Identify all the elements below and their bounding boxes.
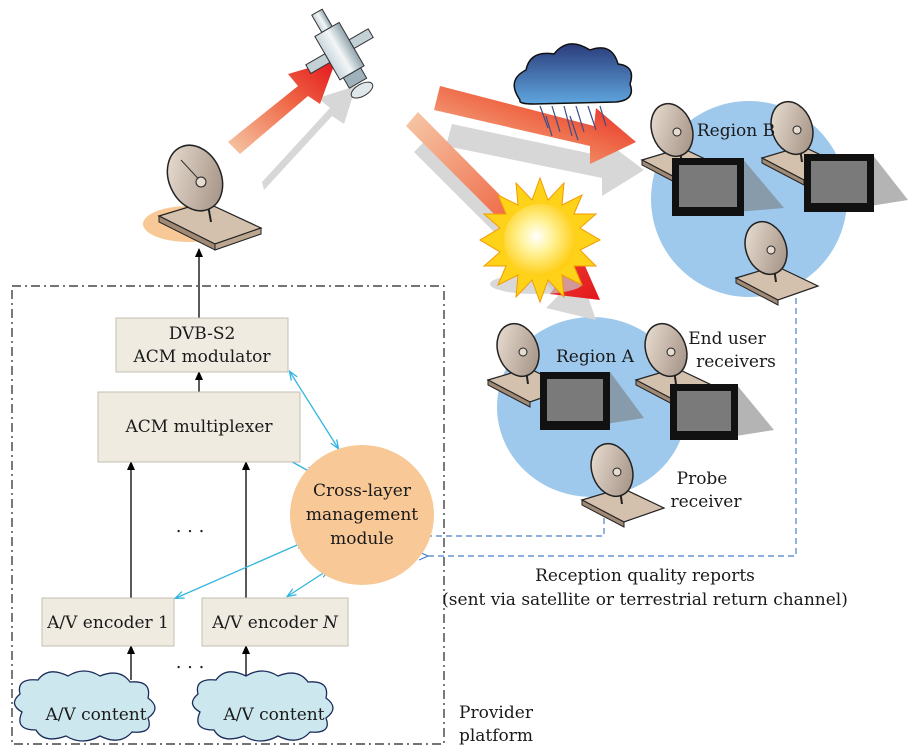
av-content-cloud-2: A/V content — [191, 670, 334, 742]
region-b-label: Region B — [697, 121, 775, 141]
probe-label-line1: Probe — [677, 469, 728, 489]
management-line1: Cross-layer — [313, 481, 412, 501]
management-line2: management — [306, 505, 418, 525]
dvb-s2-acm-modulator: DVB-S2 ACM modulator — [115, 317, 289, 373]
tv-receiver-icon — [804, 154, 908, 212]
modulator-title: DVB-S2 — [169, 324, 236, 344]
reports-label-line2: (sent via satellite or terrestrial retur… — [442, 590, 848, 610]
probe-dish-icon — [580, 442, 666, 528]
receiver-dish-icon — [734, 220, 820, 306]
multiplexer-label: ACM multiplexer — [124, 417, 273, 437]
end-user-label-line1: End user — [688, 329, 766, 349]
receiver-dish-icon — [486, 322, 572, 408]
encoder-1-label: A/V encoder 1 — [46, 613, 169, 633]
management-line3: module — [330, 529, 394, 549]
reports-label-line1: Reception quality reports — [535, 566, 755, 586]
encoder-n-label: A/V encoder N — [211, 613, 339, 633]
tv-receiver-icon — [672, 158, 784, 216]
provider-label-line2: platform — [459, 726, 533, 746]
satellite-icon — [305, 8, 374, 99]
ellipsis-top: . . . — [176, 516, 205, 537]
av-encoder-1: A/V encoder 1 — [41, 597, 175, 647]
content-2-label: A/V content — [222, 705, 324, 725]
region-a-label: Region A — [556, 347, 635, 367]
uplink-dish-icon — [143, 144, 263, 251]
content-1-label: A/V content — [44, 705, 146, 725]
av-content-cloud-1: A/V content — [13, 670, 156, 742]
feedback-lines — [428, 298, 797, 556]
acm-multiplexer: ACM multiplexer — [97, 391, 301, 463]
downlink-beam-region-b — [434, 86, 644, 196]
rain-cloud-icon — [513, 43, 633, 141]
modulator-subtitle: ACM modulator — [132, 347, 271, 367]
provider-platform-boundary — [11, 285, 445, 745]
end-user-label-line2: receivers — [696, 352, 776, 372]
tv-receiver-icon — [670, 384, 774, 440]
av-encoder-n: A/V encoder N — [201, 597, 349, 647]
probe-label-line2: receiver — [671, 492, 743, 512]
cross-layer-management-module: Cross-layer management module — [290, 445, 434, 585]
tv-receiver-icon — [540, 372, 644, 430]
sun-icon — [479, 176, 602, 304]
uplink-beam — [228, 60, 356, 190]
provider-label-line1: Provider — [459, 703, 534, 723]
ellipsis-bottom: . . . — [176, 652, 205, 673]
